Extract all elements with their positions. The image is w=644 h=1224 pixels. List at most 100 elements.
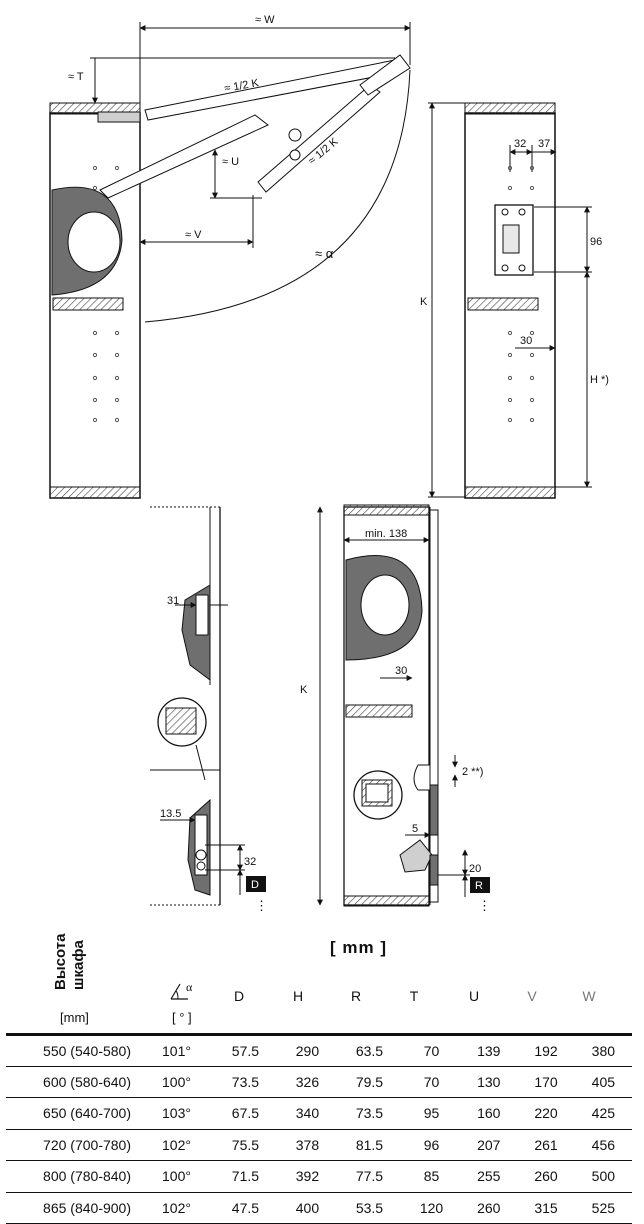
cell-alpha: 102° (141, 1192, 213, 1224)
cell-height: 650 (640-700) (6, 1097, 141, 1130)
dim-32-label: 32 (514, 138, 526, 150)
cell-r: 53.5 (336, 1192, 403, 1224)
dim-w-label: ≈ W (255, 14, 275, 26)
side-profile: K 32 37 96 30 (420, 102, 609, 499)
side-title-line1: Высота (52, 933, 69, 990)
cell-w: 525 (574, 1192, 632, 1224)
cell-v: 261 (517, 1129, 575, 1161)
dim-30-right-label: 30 (520, 335, 532, 347)
header-h: H (292, 988, 304, 1004)
cell-r: 77.5 (336, 1160, 403, 1193)
cell-t: 95 (402, 1097, 461, 1130)
side-title-line2: шкафа (70, 940, 87, 990)
table-side-title: Высота шкафа (50, 920, 100, 1000)
cell-alpha: 101° (141, 1033, 213, 1067)
dim-v-label: ≈ V (185, 229, 202, 241)
cell-r: 73.5 (336, 1097, 403, 1130)
cell-r: 63.5 (336, 1033, 403, 1067)
cell-d: 73.5 (212, 1066, 279, 1098)
cell-h: 400 (278, 1192, 337, 1224)
alpha-unit: [ ° ] (172, 1010, 192, 1025)
cell-w: 405 (574, 1066, 632, 1098)
svg-text:⋮: ⋮ (255, 898, 268, 913)
d-box-label: D (251, 879, 259, 891)
d-box (246, 876, 266, 892)
cell-v: 315 (517, 1192, 575, 1224)
cell-d: 75.5 (212, 1129, 279, 1161)
cell-u: 255 (460, 1160, 518, 1193)
cell-d: 57.5 (212, 1033, 279, 1067)
cell-height: 600 (580-640) (6, 1066, 141, 1098)
cell-w: 425 (574, 1097, 632, 1130)
cell-u: 139 (460, 1033, 518, 1067)
height-unit: [mm] (60, 1010, 89, 1025)
dim-k-side-label: K (420, 296, 428, 308)
cell-h: 340 (278, 1097, 337, 1130)
cell-h: 290 (278, 1033, 337, 1067)
dim-u-label: ≈ U (222, 156, 239, 168)
cell-height: 550 (540-580) (6, 1033, 141, 1067)
cell-w: 500 (574, 1160, 632, 1193)
min-138-label: min. 138 (365, 528, 407, 540)
dim-30-front-label: 30 (395, 665, 407, 677)
technical-drawing: ≈ W ≈ T ≈ 1/2 K ≈ 1/2 K ≈ U ≈ V ≈ α K (49, 14, 609, 913)
r-box-label: R (475, 880, 483, 892)
dim-37-label: 37 (538, 138, 550, 150)
cell-h: 392 (278, 1160, 337, 1193)
header-d: D (233, 988, 245, 1004)
cell-height: 800 (780-840) (6, 1160, 141, 1193)
cell-w: 380 (574, 1033, 632, 1067)
cell-u: 130 (460, 1066, 518, 1098)
cell-alpha: 103° (141, 1097, 213, 1130)
cell-h: 378 (278, 1129, 337, 1161)
cell-u: 260 (460, 1192, 518, 1224)
header-w: W (582, 988, 596, 1004)
cell-h: 326 (278, 1066, 337, 1098)
header-t: T (409, 988, 419, 1004)
svg-text:⋮: ⋮ (478, 898, 491, 913)
dim-96-label: 96 (590, 236, 602, 248)
cell-t: 70 (402, 1066, 461, 1098)
header-v: V (527, 988, 537, 1004)
cell-u: 207 (460, 1129, 518, 1161)
dim-k-front-label: K (300, 684, 308, 696)
cell-u: 160 (460, 1097, 518, 1130)
dim-h-label: H *) (590, 374, 609, 386)
cell-alpha: 100° (141, 1160, 213, 1193)
cell-height: 865 (840-900) (6, 1192, 141, 1224)
cell-t: 70 (402, 1033, 461, 1067)
header-r: R (350, 988, 362, 1004)
front-view: min. 138 K 30 2 **) 5 20 R ⋮ (300, 504, 491, 913)
swing-arc (144, 69, 411, 323)
cell-t: 120 (402, 1192, 461, 1224)
unit-title: [ mm ] (330, 938, 387, 957)
detail-view: 31 13.5 32 D ⋮ (150, 506, 268, 913)
cell-alpha: 100° (141, 1066, 213, 1098)
alpha-label: ≈ α (315, 246, 334, 261)
cell-r: 79.5 (336, 1066, 403, 1098)
dim-32-bottom-label: 32 (244, 856, 256, 868)
dim-2-label: 2 **) (462, 766, 483, 778)
cell-height: 720 (700-780) (6, 1129, 141, 1161)
cell-v: 220 (517, 1097, 575, 1130)
alpha-symbol: α (186, 980, 193, 994)
cell-d: 47.5 (212, 1192, 279, 1224)
cell-w: 456 (574, 1129, 632, 1161)
cell-d: 71.5 (212, 1160, 279, 1193)
dim-31-label: 31 (167, 595, 179, 607)
cell-t: 85 (402, 1160, 461, 1193)
angle-alpha-icon: α (170, 980, 193, 1000)
cell-v: 260 (517, 1160, 575, 1193)
dim-t-label: ≈ T (68, 71, 84, 83)
dim-20-label: 20 (469, 863, 481, 875)
dim-5-label: 5 (412, 823, 418, 835)
side-view-lift: ≈ W ≈ T ≈ 1/2 K ≈ 1/2 K ≈ U ≈ V ≈ α (49, 14, 411, 499)
cell-v: 192 (517, 1033, 575, 1067)
